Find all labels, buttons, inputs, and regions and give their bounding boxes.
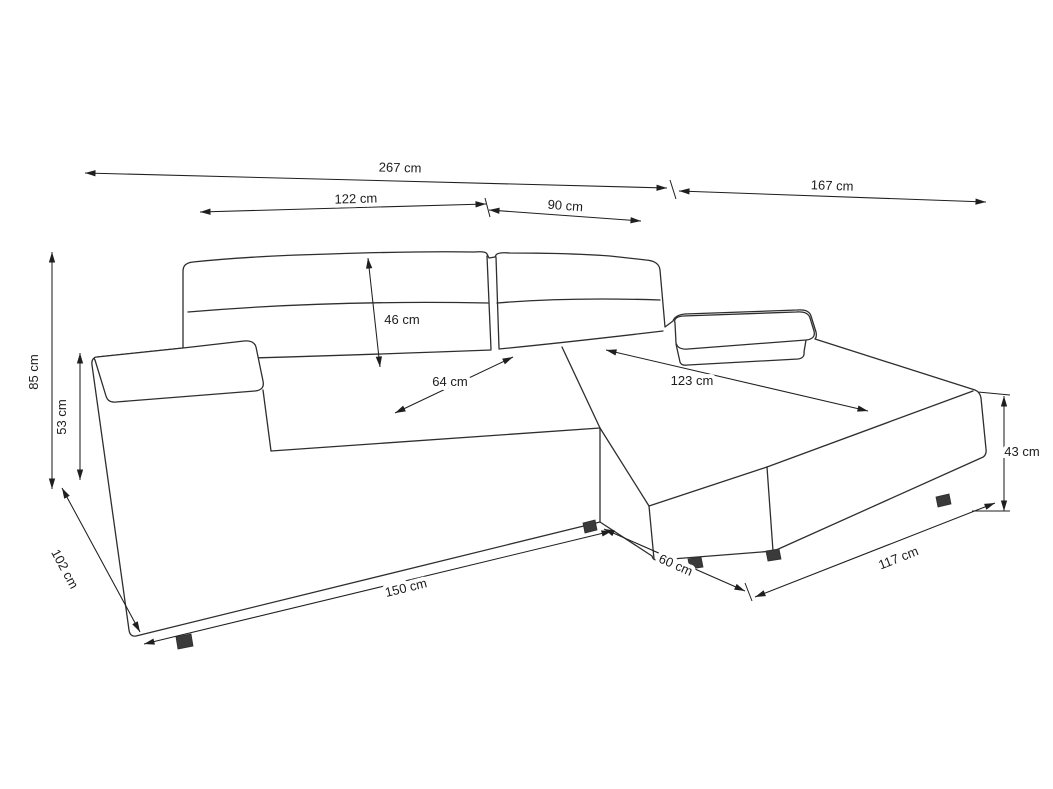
dimension-total-height: 85 cm: [22, 251, 56, 489]
seat-front-edge: [270, 427, 601, 452]
dim-label-117: 117 cm: [876, 543, 920, 572]
dimension-chaise-side-depth: 167 cm: [678, 173, 987, 205]
dimension-armrest-height: 53 cm: [50, 353, 84, 480]
dim-separator-tick: [484, 197, 491, 218]
sofa-foot: [582, 519, 598, 534]
dim-line-117: [754, 502, 996, 598]
dim-separator-tick: [744, 582, 753, 602]
sofa-drawing: [91, 251, 987, 650]
sofa-foot: [175, 633, 194, 650]
dim-label-90: 90 cm: [547, 197, 583, 215]
dim-separator-tick: [669, 179, 677, 200]
seat-cushion-gap-edge: [561, 346, 601, 429]
chaise-front-top-edge: [648, 466, 768, 507]
right-armrest-top: [674, 311, 815, 350]
dim-label-85: 85 cm: [26, 354, 41, 389]
dim-extension-tick: [977, 391, 1011, 396]
sofa-foot: [935, 493, 952, 508]
back-cushion-gap-right-edge: [495, 256, 500, 349]
chaise-right-top-edge: [766, 390, 974, 468]
dim-line-60: [603, 528, 746, 592]
dim-line-90: [488, 207, 642, 224]
dimension-backrest-right-width: 90 cm: [488, 193, 642, 224]
sofa-foot: [765, 548, 782, 562]
back-cushion-gap-left-edge: [486, 255, 492, 350]
dim-label-53: 53 cm: [54, 399, 69, 434]
dim-label-123: 123 cm: [671, 373, 714, 388]
dim-label-46: 46 cm: [384, 312, 419, 327]
dimension-chaise-seat-length: 123 cm: [605, 349, 869, 412]
dim-label-64: 64 cm: [432, 374, 467, 389]
dim-label-43: 43 cm: [1004, 444, 1039, 459]
back-cushion-right-bottom-edge: [498, 330, 664, 350]
dim-line-267: [84, 170, 668, 191]
dim-label-150: 150 cm: [383, 575, 428, 600]
back-cushion-left-seam: [187, 301, 489, 313]
dim-line-150: [143, 530, 613, 645]
dim-label-267: 267 cm: [379, 159, 422, 175]
dim-label-167: 167 cm: [811, 177, 854, 193]
dimension-back-total-width: 267 cm: [84, 155, 668, 191]
dim-line-102: [61, 487, 141, 633]
dim-line-46: [366, 257, 382, 368]
dim-label-122: 122 cm: [334, 190, 377, 206]
back-cushion-left-bottom-edge: [250, 349, 492, 359]
dimension-backrest-cushion-height: 46 cm: [366, 257, 424, 368]
dimension-seat-depth: 64 cm: [394, 356, 514, 414]
dimension-backrest-left-width: 122 cm: [199, 186, 487, 215]
back-cushion-right-seam: [496, 298, 661, 304]
dim-line-167: [678, 188, 987, 205]
dim-line-122: [199, 201, 487, 215]
dim-line-64: [394, 356, 514, 414]
dim-line-123: [605, 349, 869, 412]
dim-label-102: 102 cm: [48, 547, 82, 592]
dimension-seat-height: 43 cm: [972, 391, 1044, 512]
left-armrest-front-edge: [262, 389, 272, 452]
chaise-front-top-left-edge: [599, 427, 650, 507]
left-armrest-top: [93, 340, 264, 403]
